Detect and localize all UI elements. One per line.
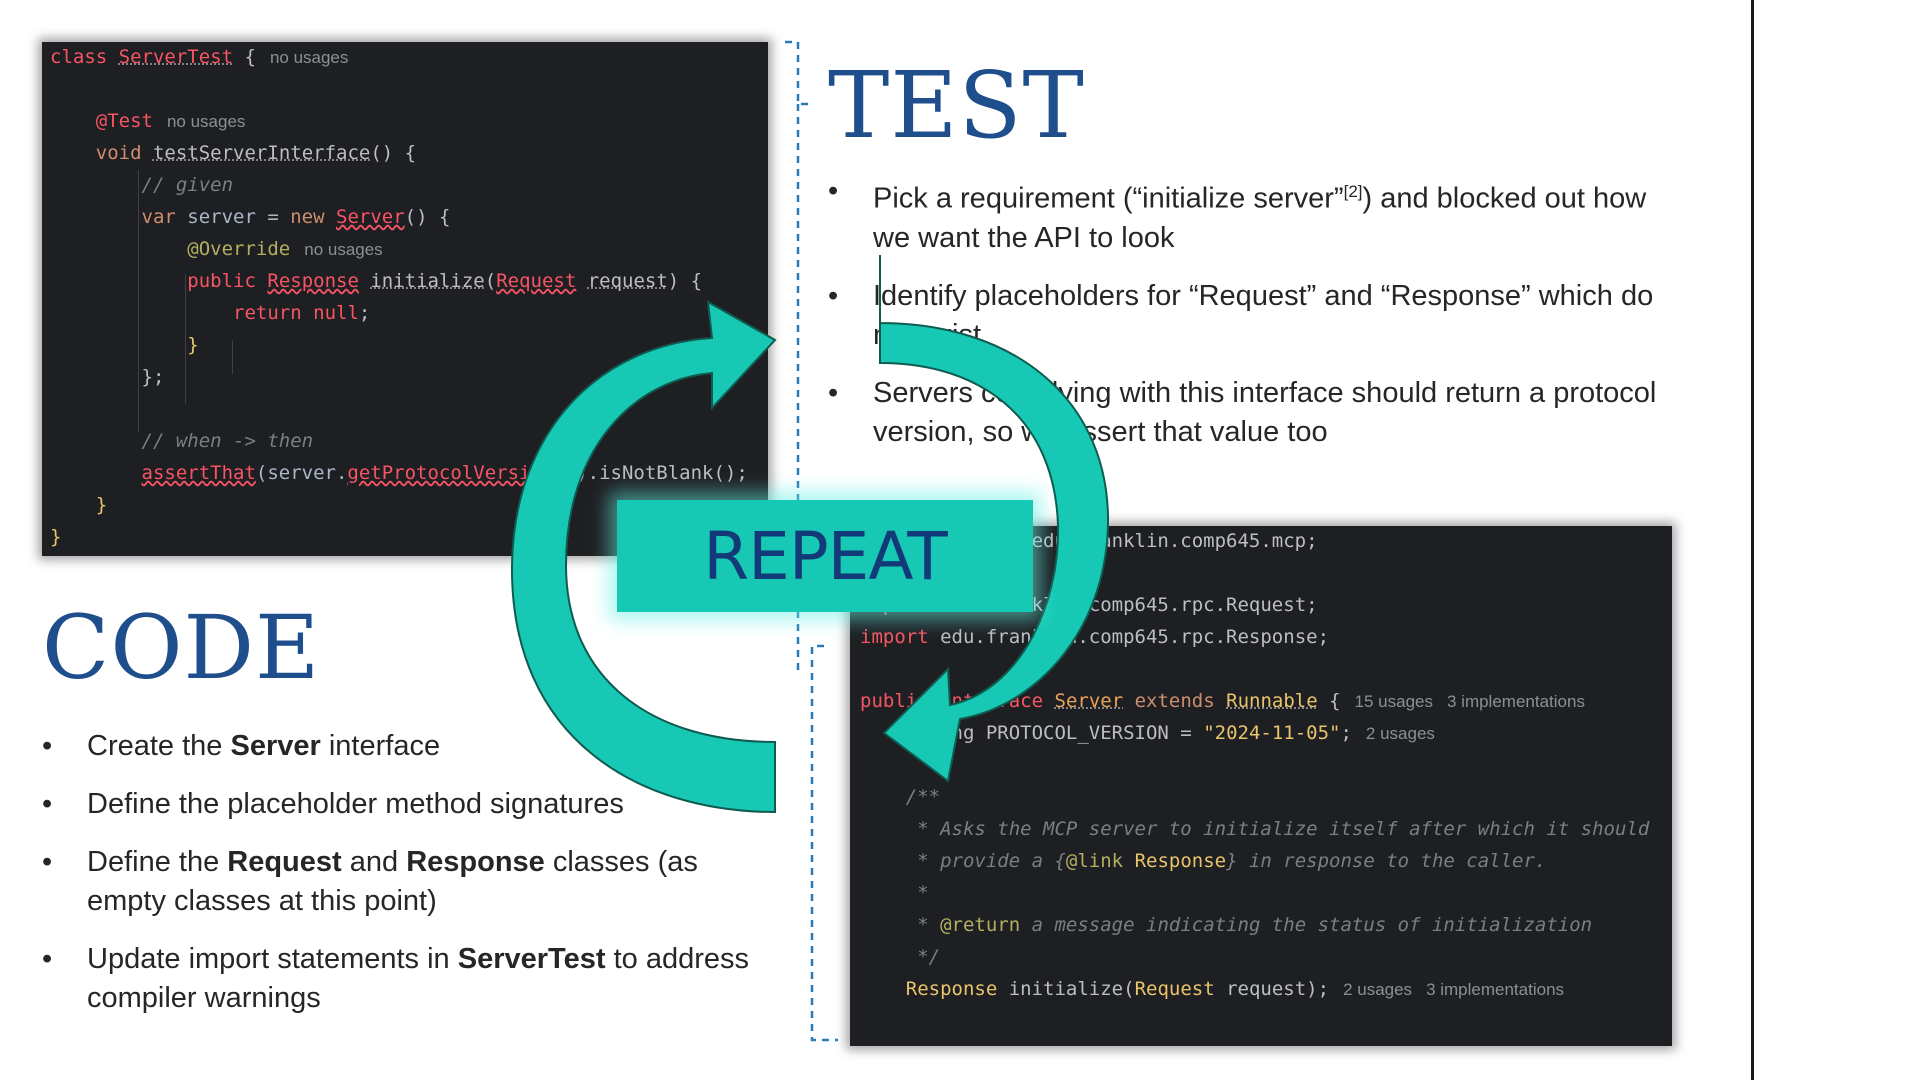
- list-item: Pick a requirement (“initialize server”[…: [828, 172, 1688, 258]
- impl-code-panel: packagepackage edu.franklin.comp645.mcp;…: [850, 526, 1672, 1046]
- slide-right-border: [1751, 0, 1754, 1080]
- repeat-label: REPEAT: [617, 500, 1033, 612]
- test-heading: TEST: [828, 52, 1085, 159]
- list-item: Update import statements in ServerTest t…: [42, 940, 762, 1018]
- code-bracket: [810, 644, 838, 1042]
- right-curved-arrow-icon: [879, 255, 1110, 783]
- code-bullets: Create the Server interface Define the p…: [42, 727, 762, 1018]
- list-item: Define the Request and Response classes …: [42, 843, 762, 921]
- left-curved-arrow-icon: [510, 300, 777, 814]
- list-item: Define the placeholder method signatures: [42, 785, 762, 824]
- code-heading: CODE: [42, 596, 321, 699]
- list-item: Create the Server interface: [42, 727, 762, 766]
